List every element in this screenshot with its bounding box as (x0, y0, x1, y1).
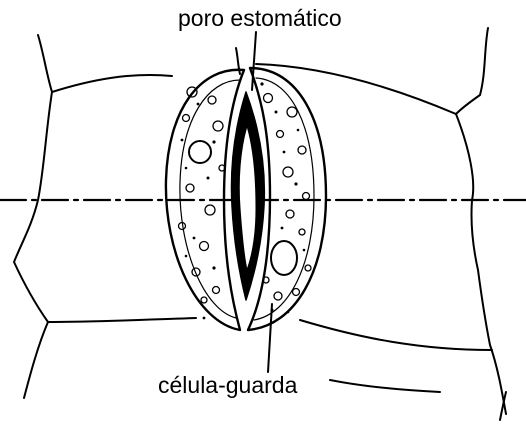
left-nucleus (189, 141, 211, 163)
guard-cell-label: célula-guarda (158, 374, 297, 397)
right-nucleus (271, 241, 297, 275)
stomatal-pore-label: poro estomático (178, 7, 342, 30)
